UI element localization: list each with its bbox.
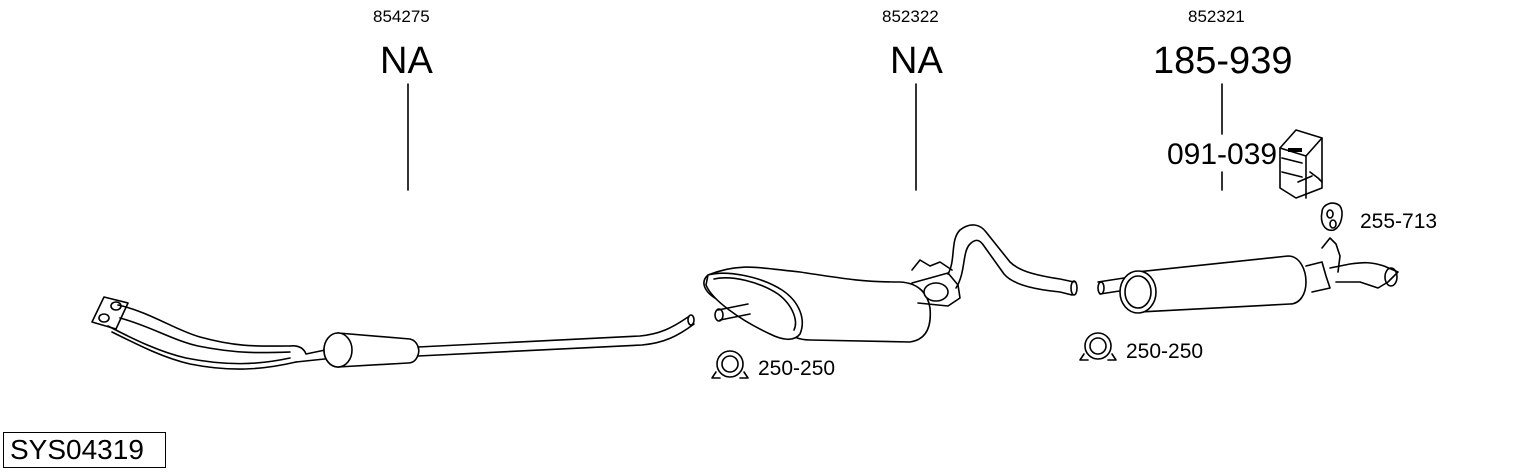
downpipe-upper (117, 304, 291, 347)
downpipe-lower (107, 325, 291, 365)
rear-hanger-bracket (1321, 237, 1341, 273)
oe-number-front-pipe: 854275 (373, 7, 430, 26)
middle-inlet-pipe (717, 303, 751, 321)
rear-silencer-front-rim (1124, 275, 1152, 309)
downpipe-lower-inner (111, 331, 297, 370)
middle-silencer-seam (713, 277, 797, 331)
oe-number-rear-silencer: 852321 (1188, 7, 1245, 26)
rear-inlet-end (1097, 281, 1105, 295)
oe-number-middle-silencer: 852322 (882, 7, 939, 26)
front-pipe-drawing (91, 296, 695, 370)
clamp-number-front: 250-250 (758, 357, 836, 380)
hanger-icon (1320, 202, 1343, 232)
front-pipe-lower (417, 323, 695, 357)
clamp-icon-rear (1079, 332, 1117, 361)
hanger-number: 255-713 (1360, 210, 1438, 233)
part-number-rear-silencer: 185-939 (1153, 40, 1293, 82)
rear-tailpipe (1329, 261, 1399, 289)
middle-outlet-upper (947, 224, 1075, 283)
middle-silencer-drawing (703, 224, 1078, 343)
rear-silencer-body (1135, 255, 1307, 313)
clamp-number-rear: 250-250 (1126, 340, 1204, 363)
part-number-front-pipe: NA (380, 40, 433, 82)
middle-outlet-lower (955, 239, 1073, 296)
system-code-box: SYS04319 (3, 432, 166, 468)
middle-collar-ring (923, 282, 949, 302)
front-silencer-end-cap (323, 332, 353, 368)
clamp-icon-front (711, 350, 749, 379)
tailpipe-end (1384, 267, 1398, 287)
part-number-middle-silencer: NA (890, 40, 943, 82)
mounting-kit-number: 091-039 (1167, 138, 1278, 171)
middle-outlet-end (1070, 280, 1078, 296)
middle-hanger-bracket (911, 259, 953, 271)
flange-hole (98, 313, 110, 323)
middle-collar (911, 272, 961, 307)
rear-bracket (1305, 261, 1331, 293)
rear-silencer-drawing (1097, 237, 1399, 314)
y-junction (289, 345, 331, 355)
front-silencer-body (337, 332, 420, 368)
mounting-kit-box-icon (1279, 129, 1323, 199)
front-pipe-end (687, 314, 695, 326)
front-pipe-upper (417, 316, 689, 348)
middle-silencer-face (705, 272, 804, 341)
flange-shape (91, 296, 129, 330)
middle-inlet-end (714, 308, 724, 322)
downpipe-upper-inner (119, 317, 291, 354)
